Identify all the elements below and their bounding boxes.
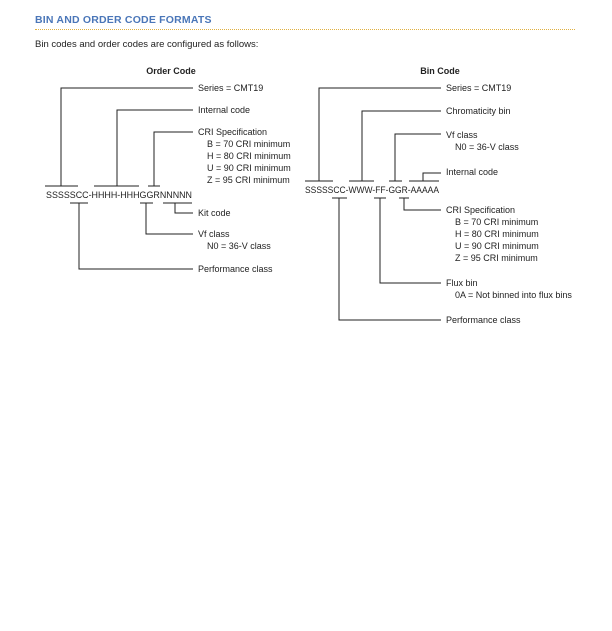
bin-flux-connector	[374, 197, 441, 284]
order-code-title: Order Code	[146, 66, 196, 76]
bin-cri-line: U = 90 CRI minimum	[455, 241, 539, 251]
bin-flux-line: 0A = Not binned into flux bins	[455, 290, 572, 300]
order-vf-line: N0 = 36-V class	[207, 241, 271, 251]
bin-performance-label: Performance class	[446, 315, 521, 325]
order-cri-line: B = 70 CRI minimum	[207, 139, 290, 149]
order-series-connector	[45, 87, 193, 187]
bin-chromaticity-connector	[349, 110, 441, 182]
bin-cri-connector	[399, 197, 441, 211]
bin-performance-connector	[332, 197, 441, 321]
bin-cri-line: B = 70 CRI minimum	[455, 217, 538, 227]
order-cri-connector	[148, 131, 193, 187]
bin-cri-line: H = 80 CRI minimum	[455, 229, 539, 239]
order-internal-label: Internal code	[198, 105, 250, 115]
bin-internal-connector	[409, 172, 441, 182]
order-cri-line: H = 80 CRI minimum	[207, 151, 291, 161]
order-performance-connector	[70, 202, 193, 270]
order-internal-connector	[94, 109, 193, 187]
order-cri-line: Z = 95 CRI minimum	[207, 175, 290, 185]
bin-vf-connector	[389, 133, 441, 182]
order-cri-line: U = 90 CRI minimum	[207, 163, 291, 173]
order-vf-connector	[140, 202, 193, 235]
order-code-diagram: Order Code SSSSSCC-HHHH-HHHGGRNNNNN Seri…	[45, 66, 291, 274]
intro-text: Bin codes and order codes are configured…	[35, 39, 259, 50]
order-code-string: SSSSSCC-HHHH-HHHGGRNNNNN	[46, 190, 192, 201]
order-kit-connector	[163, 202, 193, 214]
bin-flux-title: Flux bin	[446, 278, 478, 288]
order-vf-title: Vf class	[198, 229, 230, 239]
order-cri-title: CRI Specification	[198, 127, 267, 137]
bin-code-title: Bin Code	[420, 66, 460, 76]
bin-series-connector	[305, 87, 441, 182]
section-heading: BIN AND ORDER CODE FORMATS	[35, 14, 212, 26]
bin-code-string: SSSSSCC-WWW-FF-GGR-AAAAA	[305, 185, 440, 196]
bin-cri-title: CRI Specification	[446, 205, 515, 215]
dotted-divider	[35, 29, 575, 30]
bin-internal-label: Internal code	[446, 167, 498, 177]
bin-chromaticity-label: Chromaticity bin	[446, 106, 511, 116]
order-series-label: Series = CMT19	[198, 83, 263, 93]
bin-code-diagram: Bin Code SSSSSCC-WWW-FF-GGR-AAAAA Series…	[305, 66, 572, 325]
bin-vf-title: Vf class	[446, 130, 478, 140]
bin-vf-line: N0 = 36-V class	[455, 142, 519, 152]
bin-cri-line: Z = 95 CRI minimum	[455, 253, 538, 263]
order-performance-label: Performance class	[198, 264, 273, 274]
order-kit-label: Kit code	[198, 208, 231, 218]
bin-series-label: Series = CMT19	[446, 83, 511, 93]
